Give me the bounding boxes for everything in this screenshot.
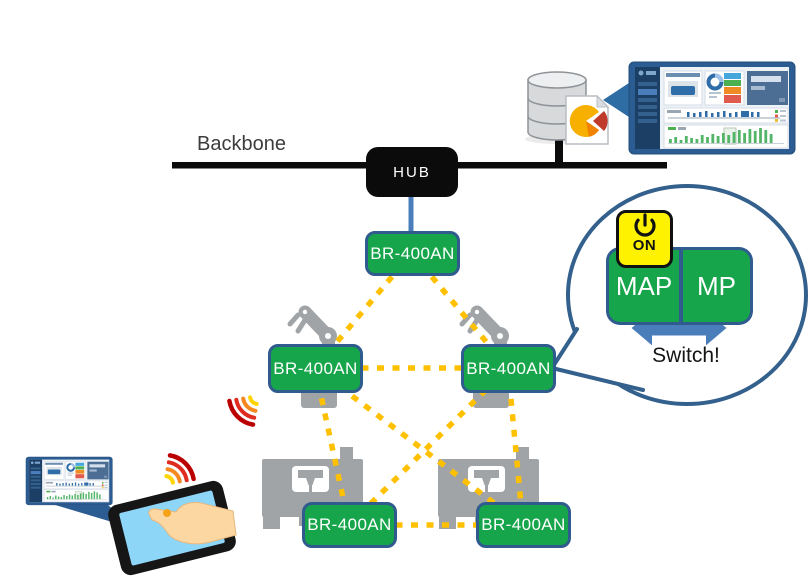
- wifi-signal-icon: [227, 395, 259, 427]
- hub-box: HUB: [366, 147, 458, 197]
- node-label: BR-400AN: [273, 358, 358, 378]
- backbone-label: Backbone: [197, 133, 286, 155]
- access-point-node-mid-left: BR-400AN: [268, 344, 363, 393]
- access-point-node-mid-right: BR-400AN: [461, 344, 556, 393]
- node-label: BR-400AN: [370, 243, 455, 263]
- node-label: BR-400AN: [466, 358, 551, 378]
- power-on-icon: ON: [616, 210, 673, 268]
- database-drop-line: [555, 139, 563, 165]
- power-on-label: ON: [632, 237, 657, 254]
- data-flow-arrow-icon: [603, 81, 632, 119]
- switch-label: Switch!: [652, 344, 720, 367]
- access-point-node-top: BR-400AN: [365, 231, 460, 276]
- dashboard-monitor-icon: [627, 60, 797, 156]
- mp-label: MP: [697, 270, 736, 301]
- dashboard-monitor-icon-small: [24, 455, 114, 506]
- hub-label: HUB: [393, 163, 431, 181]
- mp-mode-box: MP: [681, 247, 753, 325]
- map-label: MAP: [615, 270, 673, 301]
- node-label: BR-400AN: [307, 515, 392, 534]
- access-point-node-bottom-right: BR-400AN: [476, 502, 571, 548]
- power-glyph: [633, 213, 656, 237]
- pie-chart-document-icon: [565, 94, 610, 145]
- node-label: BR-400AN: [481, 515, 566, 534]
- access-point-node-bottom-left: BR-400AN: [302, 502, 397, 548]
- wifi-signal-icon: [164, 453, 196, 485]
- hand-cursor-icon: [148, 501, 237, 545]
